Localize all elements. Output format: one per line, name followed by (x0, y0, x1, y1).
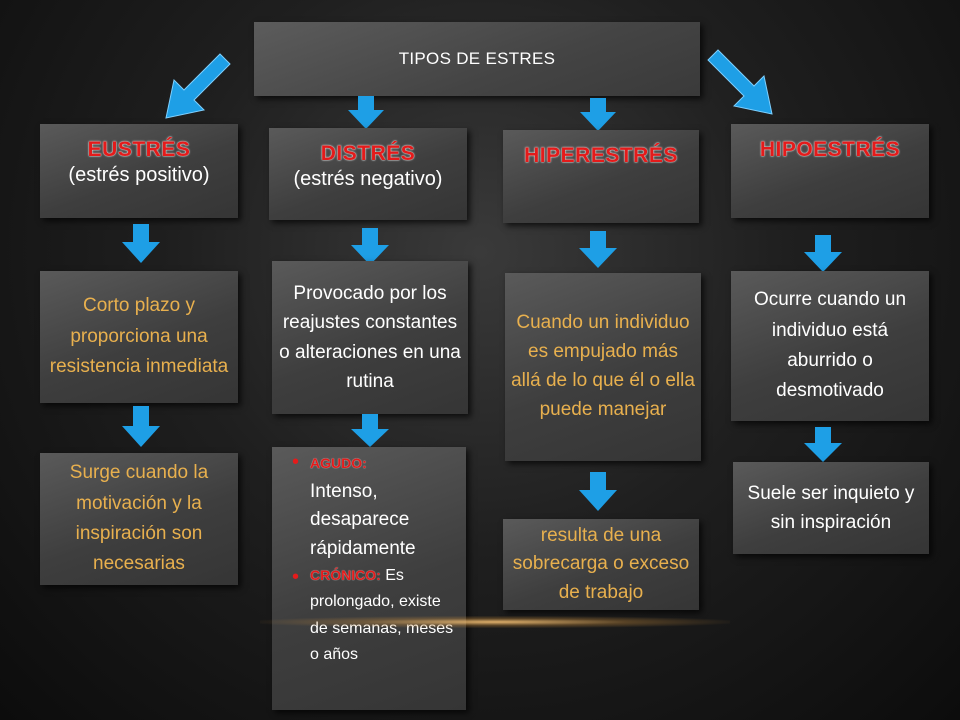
hiperestres-name: HIPERESTRÉS (524, 144, 678, 167)
arrow-right-diagonal (707, 49, 773, 115)
distres-description-box: Provocado por los reajustes constantes o… (272, 261, 468, 414)
distres-types-list: AGUDO: Intenso, desaparece rápidamente C… (282, 447, 460, 669)
hiperestres-heading-box: HIPERESTRÉS (503, 130, 699, 223)
agudo-text: Intenso, desaparece rápidamente (310, 480, 416, 559)
agudo-label: AGUDO: (310, 455, 367, 471)
arrow-left-diagonal (165, 53, 231, 119)
distres-name: DISTRÉS (320, 142, 416, 165)
arrow-down-distres-1 (351, 228, 389, 265)
arrow-down-hipo-1 (804, 235, 842, 272)
list-item-agudo: AGUDO: Intenso, desaparece rápidamente (292, 447, 460, 563)
diagram-title: TIPOS DE ESTRES (398, 49, 556, 68)
cronico-label: CRÓNICO: (310, 567, 381, 583)
hiperestres-description-box: Cuando un individuo es empujado más allá… (505, 273, 701, 461)
hipoestres-description-box: Ocurre cuando un individuo está aburrido… (731, 271, 929, 421)
arrow-down-hiper-top (580, 98, 616, 131)
hipoestres-heading-box: HIPOESTRÉS (731, 124, 929, 218)
distres-description: Provocado por los reajustes constantes o… (279, 282, 461, 392)
arrow-down-eustres-1 (122, 224, 160, 263)
diagram-title-box: TIPOS DE ESTRES (254, 22, 700, 96)
hiperestres-description: Cuando un individuo es empujado más allá… (511, 312, 695, 420)
arrow-down-eustres-2 (122, 406, 160, 447)
hipoestres-description: Ocurre cuando un individuo está aburrido… (753, 289, 907, 402)
bottom-glow-decoration (260, 616, 730, 628)
hiperestres-detail-box: resulta de una sobrecarga o exceso de tr… (503, 519, 699, 610)
hipoestres-detail: Suele ser inquieto y sin inspiración (747, 482, 915, 533)
eustres-detail: Surge cuando la motivación y la inspirac… (69, 462, 209, 575)
arrow-down-hipo-2 (804, 427, 842, 462)
eustres-description-box: Corto plazo y proporciona una resistenci… (40, 271, 238, 403)
eustres-name: EUSTRÉS (87, 138, 191, 161)
eustres-detail-box: Surge cuando la motivación y la inspirac… (40, 453, 238, 585)
distres-subtitle: (estrés negativo) (293, 168, 443, 190)
hipoestres-name: HIPOESTRÉS (759, 138, 901, 161)
eustres-description: Corto plazo y proporciona una resistenci… (49, 295, 229, 378)
arrow-down-distres-top (348, 96, 384, 129)
hipoestres-detail-box: Suele ser inquieto y sin inspiración (733, 462, 929, 554)
arrow-down-hiper-1 (579, 231, 617, 268)
hiperestres-detail: resulta de una sobrecarga o exceso de tr… (512, 524, 690, 603)
distres-types-box: AGUDO: Intenso, desaparece rápidamente C… (272, 447, 466, 710)
arrow-down-distres-2 (351, 414, 389, 447)
eustres-subtitle: (estrés positivo) (68, 164, 210, 186)
eustres-heading-box: EUSTRÉS (estrés positivo) (40, 124, 238, 218)
distres-heading-box: DISTRÉS (estrés negativo) (269, 128, 467, 220)
arrow-down-hiper-2 (579, 472, 617, 511)
